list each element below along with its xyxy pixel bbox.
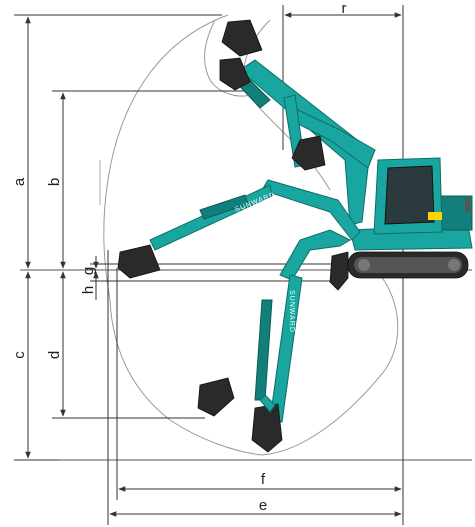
boom-raised: [219, 19, 376, 226]
arm-digging-down: SUNWARD: [197, 229, 352, 453]
exhaust-pipe: [465, 198, 470, 212]
arm-branding-vertical: SUNWARD: [288, 290, 295, 333]
dim-f-label: f: [261, 471, 266, 488]
dozer-blade: [329, 251, 349, 291]
dim-e-label: e: [259, 497, 267, 514]
dim-b-label: b: [46, 178, 63, 186]
working-envelope-curve: [103, 14, 399, 456]
arm-horizontal: SUNWARD: [117, 179, 361, 279]
dim-r-label: r: [342, 0, 347, 17]
dim-c-label: c: [11, 351, 28, 359]
dim-g-label: g: [80, 267, 97, 275]
excavator-cab: [373, 157, 443, 235]
inner-envelope-curve-2: [204, 19, 251, 97]
dim-h-label: h: [80, 286, 97, 294]
dim-a-label: a: [11, 177, 28, 186]
excavator-track: [347, 251, 469, 279]
dim-d-label: d: [46, 351, 63, 359]
